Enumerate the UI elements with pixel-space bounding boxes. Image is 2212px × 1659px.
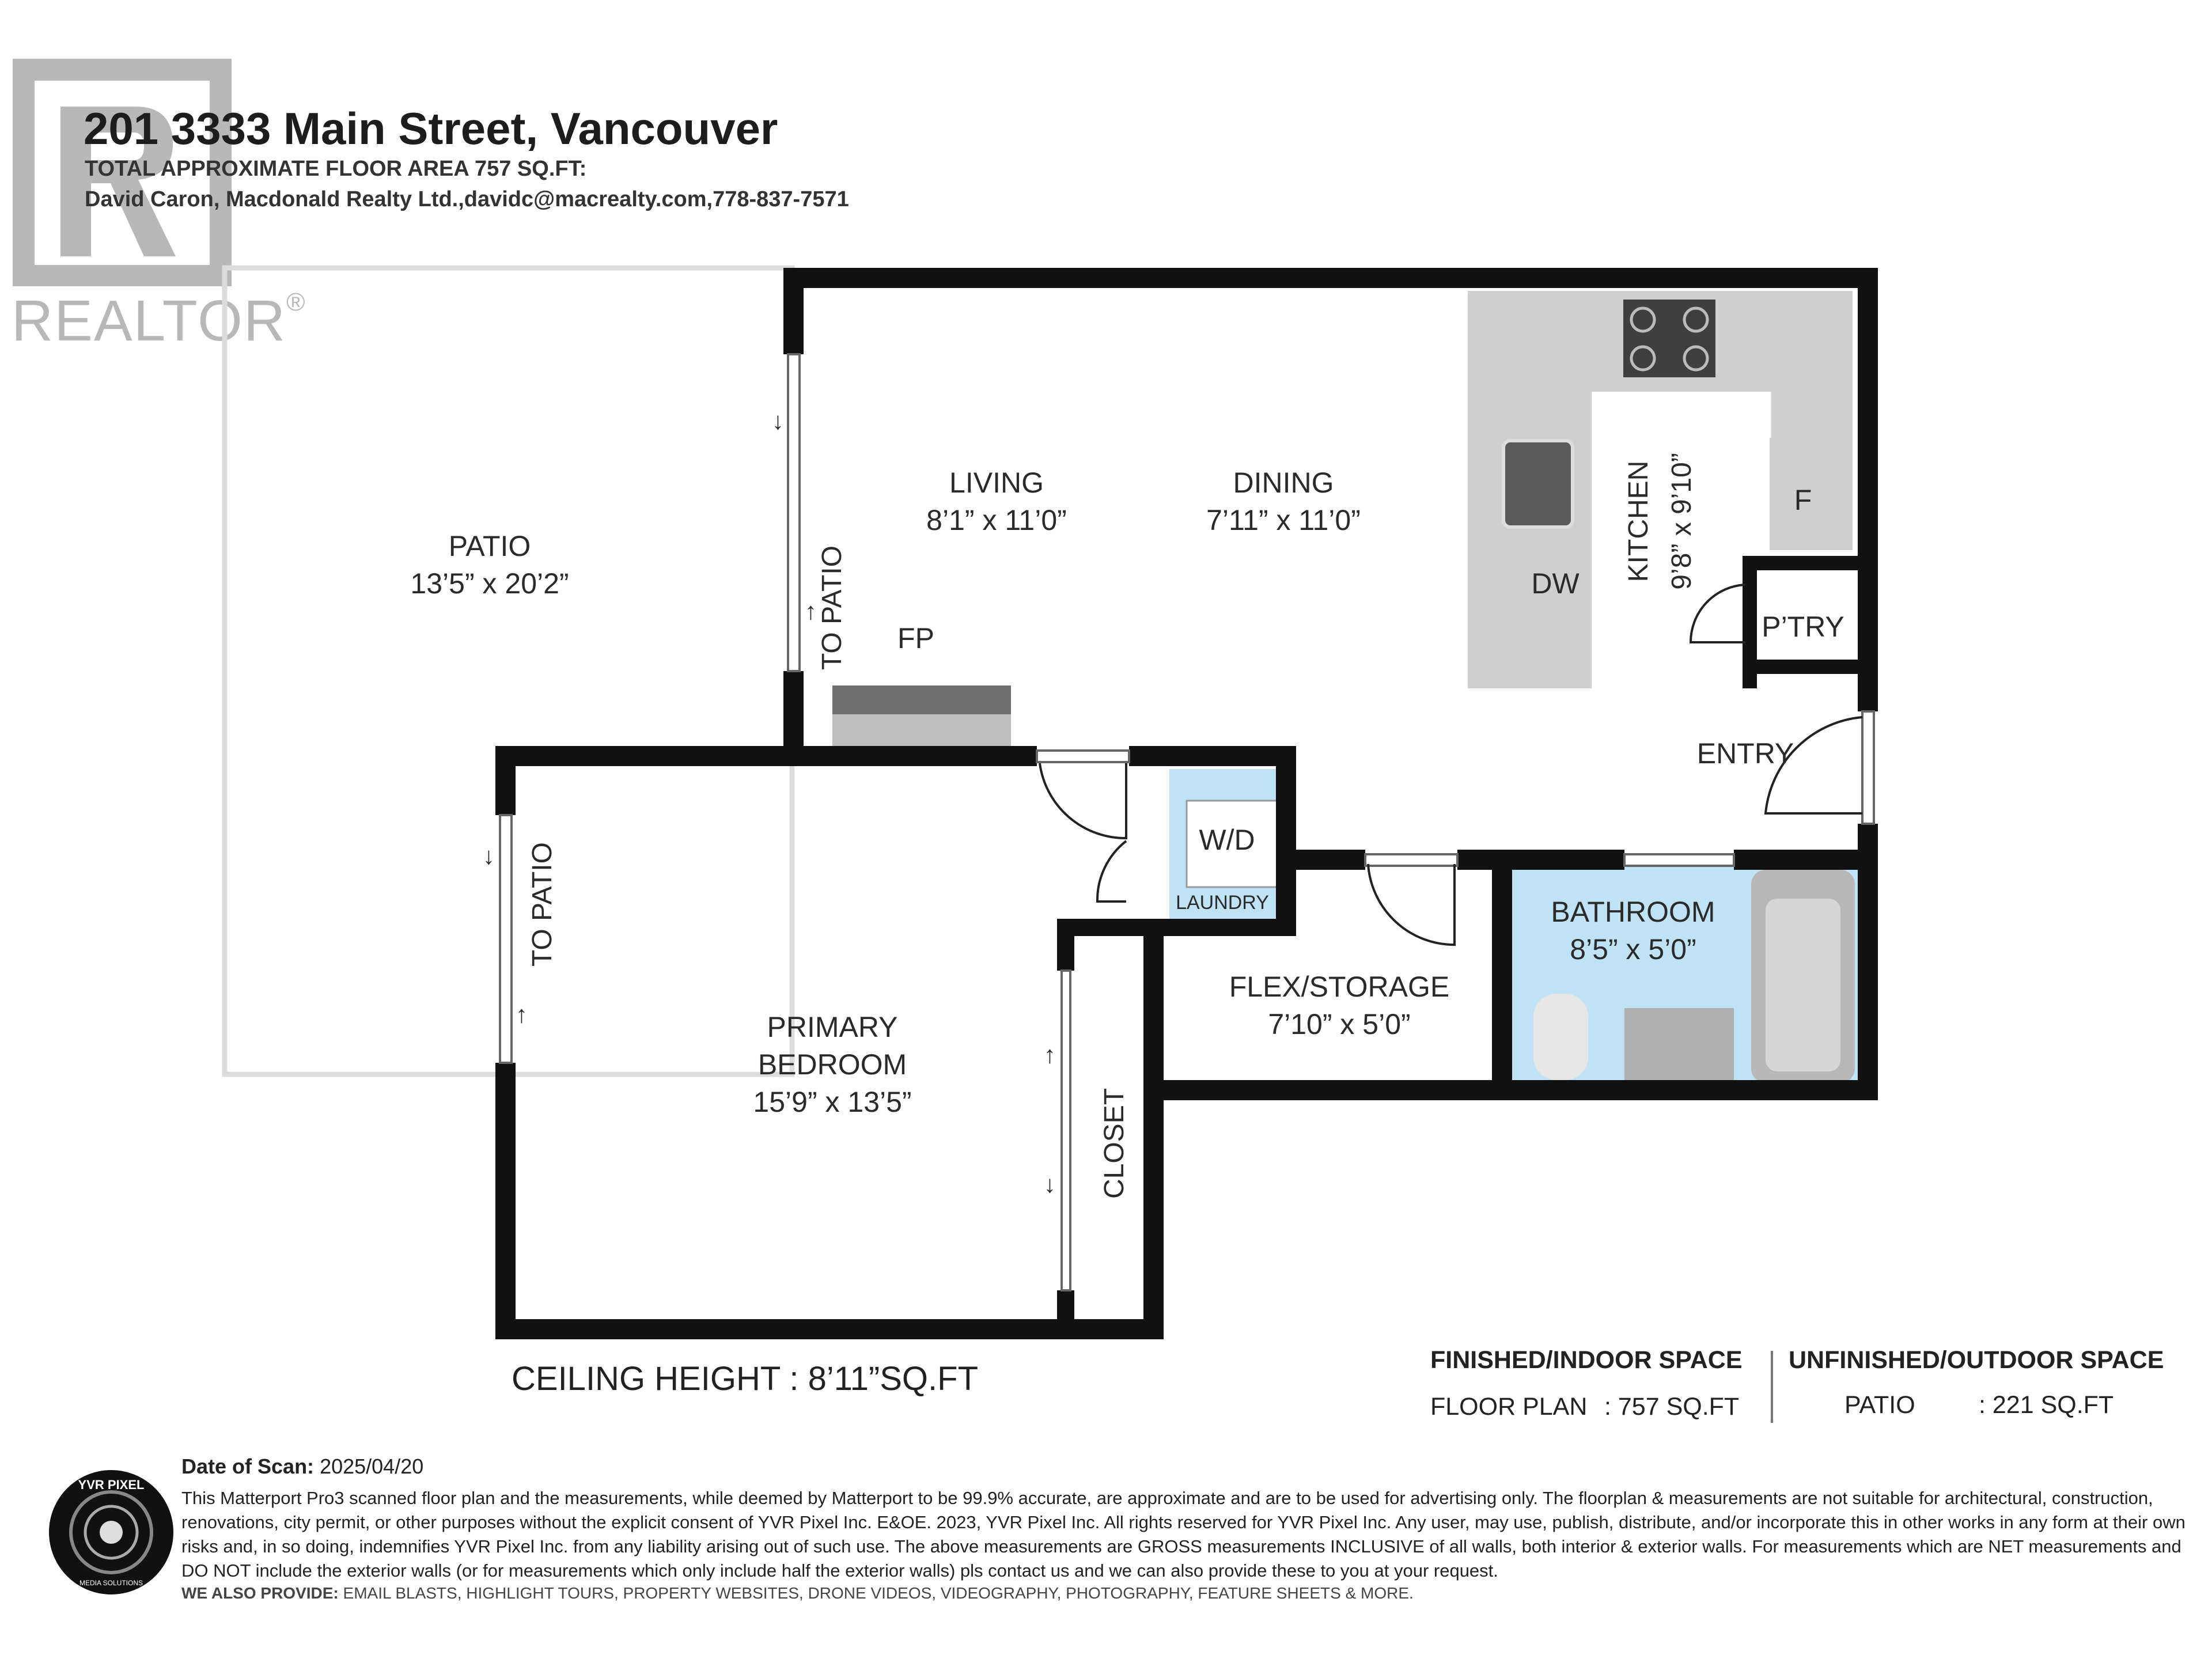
unfinished-patio-value: : 221 SQ.FT	[1979, 1391, 2114, 1419]
svg-text:↓: ↓	[483, 842, 495, 869]
realtor-logo	[13, 59, 232, 286]
entry-door-jamb[interactable]	[1861, 710, 1875, 825]
entry-label: ENTRY	[1697, 737, 1794, 770]
floor-area-caption: TOTAL APPROXIMATE FLOOR AREA 757 SQ.FT:	[85, 157, 587, 181]
flex-dims: 7’10” x 5’0”	[1268, 1008, 1410, 1040]
finished-floor-plan-label: FLOOR PLAN	[1430, 1393, 1588, 1421]
svg-text:↑: ↑	[516, 1001, 528, 1028]
laundry-label: LAUNDRY	[1176, 892, 1269, 914]
sink	[1502, 439, 1574, 529]
disclaimer-text: This Matterport Pro3 scanned floor plan …	[181, 1488, 2186, 1581]
unfinished-patio-label: PATIO	[1844, 1391, 1915, 1419]
also-provide-text: EMAIL BLASTS, HIGHLIGHT TOURS, PROPERTY …	[343, 1584, 1414, 1602]
flex-label: FLEX/STORAGE	[1229, 971, 1450, 1003]
finished-space-header: FINISHED/INDOOR SPACE	[1430, 1346, 1743, 1374]
pantry-door-swing[interactable]	[1689, 584, 1746, 643]
entry-door-swing[interactable]	[1764, 716, 1863, 815]
cooktop	[1623, 300, 1715, 377]
washer-dryer-label: W/D	[1199, 824, 1255, 856]
bathroom-dims: 8’5” x 5’0”	[1570, 933, 1696, 965]
living-dims: 8’1” x 11’0”	[926, 504, 1067, 536]
page-title: 201 3333 Main Street, Vancouver	[84, 103, 778, 154]
primary-label-line2: BEDROOM	[758, 1048, 907, 1081]
fireplace-label: FP	[897, 622, 934, 654]
also-provide-line: WE ALSO PROVIDE: EMAIL BLASTS, HIGHLIGHT…	[181, 1581, 2192, 1605]
bedroom-sliding-door[interactable]	[499, 814, 513, 1064]
living-label: LIVING	[949, 467, 1044, 499]
fridge-label: F	[1794, 484, 1812, 516]
svg-text:↑: ↑	[805, 597, 817, 624]
vanity	[1624, 1008, 1734, 1083]
bathroom-label: BATHROOM	[1551, 896, 1715, 928]
primary-dims: 15’9” x 13’5”	[753, 1086, 911, 1118]
closet-sliding-door[interactable]	[1060, 969, 1071, 1291]
scan-date-line: Date of Scan: 2025/04/20	[181, 1455, 2192, 1479]
realtor-watermark-text: REALTOR®	[12, 288, 306, 353]
svg-text:↓: ↓	[1044, 1171, 1056, 1198]
scan-date-label: Date of Scan:	[181, 1455, 315, 1478]
unfinished-space-header: UNFINISHED/OUTDOOR SPACE	[1789, 1346, 2164, 1374]
living-sliding-door[interactable]	[787, 353, 801, 672]
toilet	[1533, 994, 1588, 1080]
primary-label-line1: PRIMARY	[767, 1011, 898, 1043]
laundry-door-swing-bottom[interactable]	[1096, 840, 1127, 903]
to-patio-living-label: TO PATIO	[817, 546, 847, 670]
kitchen-counter-right	[1770, 392, 1853, 550]
washer-dryer	[1185, 800, 1286, 888]
svg-text:MEDIA SOLUTIONS: MEDIA SOLUTIONS	[79, 1579, 143, 1587]
dishwasher-label: DW	[1531, 567, 1580, 600]
closet-label: CLOSET	[1099, 1088, 1130, 1199]
kitchen-dims: 9’8” x 9’10”	[1666, 453, 1697, 589]
dining-label: DINING	[1233, 467, 1334, 499]
svg-text:↓: ↓	[772, 407, 784, 434]
flex-door-swing[interactable]	[1367, 863, 1456, 946]
kitchen-label: KITCHEN	[1623, 461, 1654, 582]
also-provide-label: WE ALSO PROVIDE:	[181, 1584, 339, 1602]
scan-date-value: 2025/04/20	[320, 1455, 424, 1478]
agent-contact: David Caron, Macdonald Realty Ltd.,david…	[85, 187, 849, 211]
ceiling-height: CEILING HEIGHT : 8’11”SQ.FT	[512, 1360, 979, 1397]
legend-divider	[1771, 1351, 1773, 1423]
pantry-label: P’TRY	[1762, 611, 1844, 643]
dining-dims: 7’11” x 11’0”	[1206, 504, 1361, 536]
finished-floor-plan-value: : 757 SQ.FT	[1604, 1393, 1740, 1421]
svg-text:↑: ↑	[1044, 1041, 1056, 1068]
svg-text:YVR PIXEL: YVR PIXEL	[78, 1478, 145, 1492]
laundry-door-swing-top[interactable]	[1039, 763, 1127, 840]
patio-dims: 13’5” x 20’2”	[410, 567, 569, 600]
yvr-pixel-logo: YVR PIXEL MEDIA SOLUTIONS	[49, 1470, 173, 1594]
kitchen-island	[1468, 392, 1592, 688]
to-patio-bedroom-label: TO PATIO	[527, 842, 558, 967]
patio-label: PATIO	[449, 530, 531, 562]
